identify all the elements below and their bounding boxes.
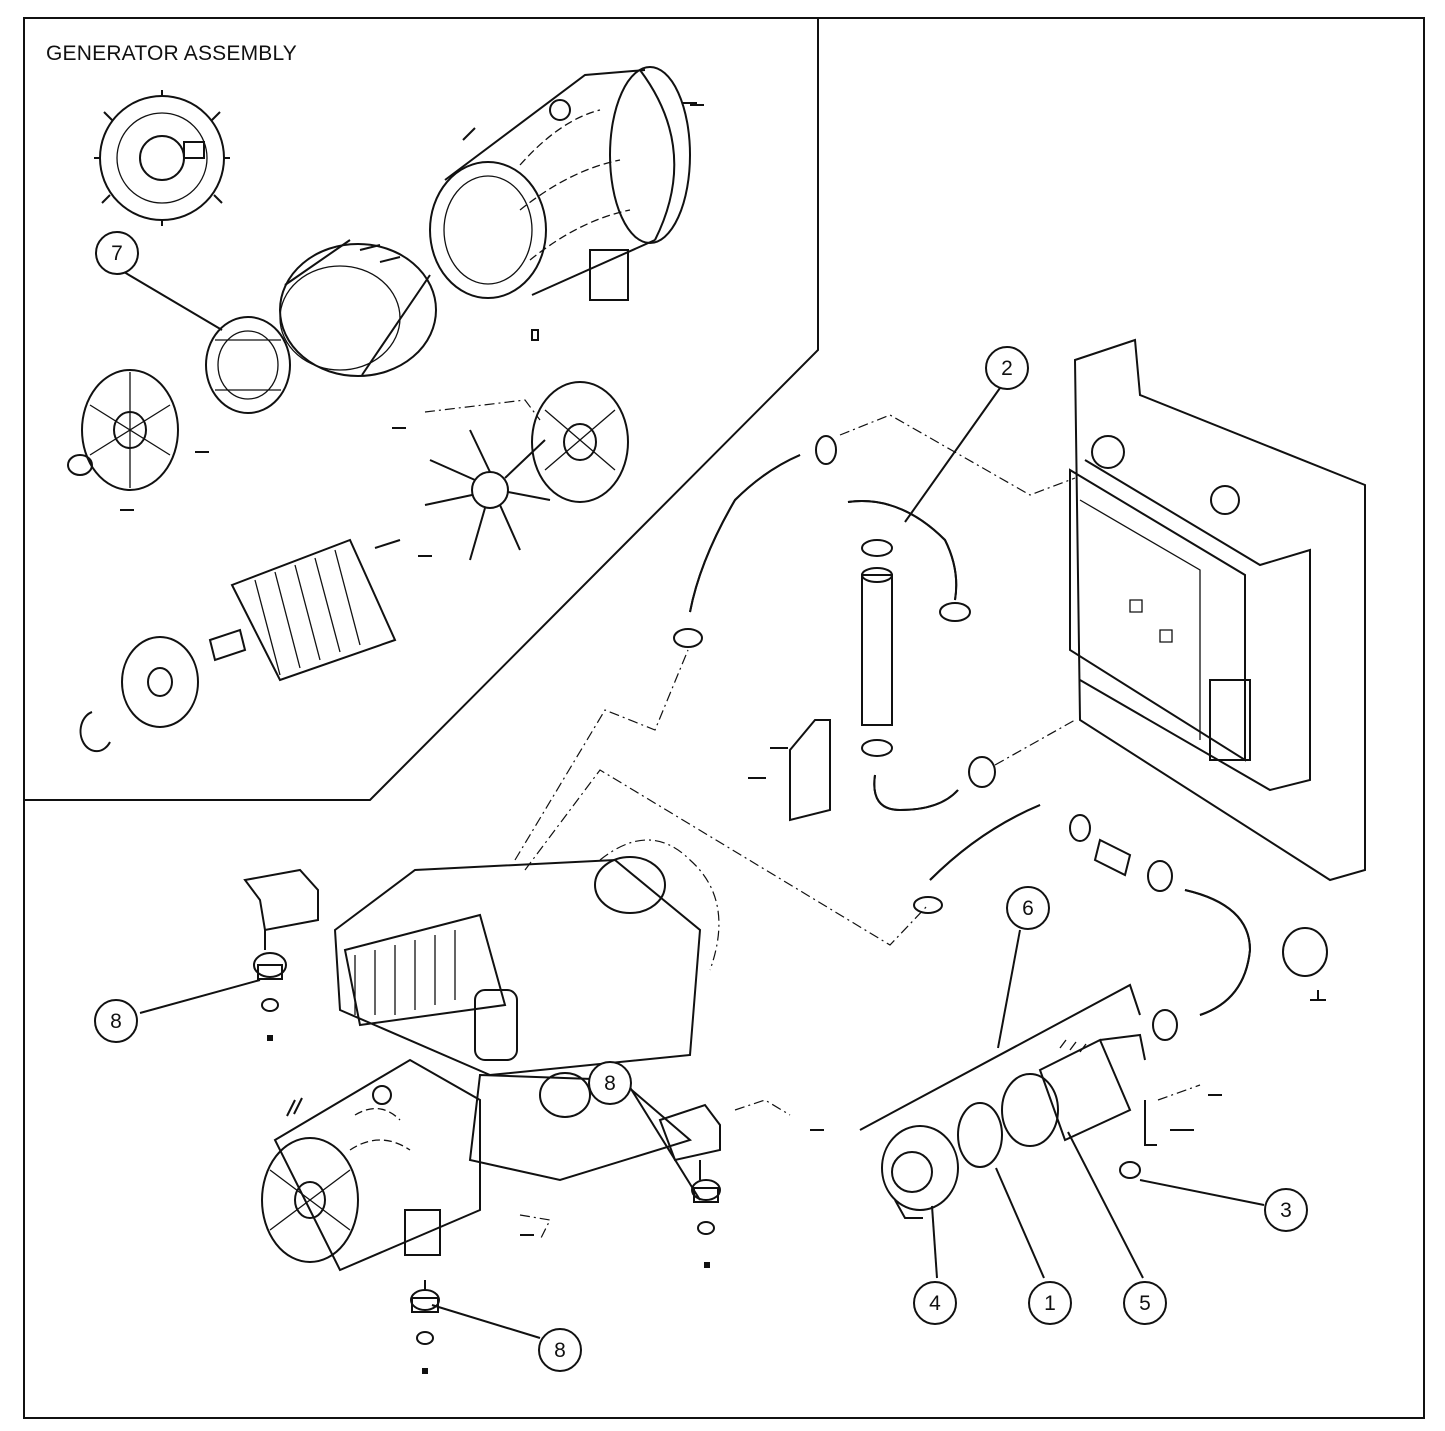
svg-text:7: 7 [111, 242, 123, 265]
air-filter-element [957, 1102, 1003, 1168]
inset-border [24, 18, 819, 801]
lower-hose [873, 756, 996, 812]
upper-hose [673, 435, 837, 648]
air-cleaner-cap [881, 1125, 959, 1219]
air-cleaner-assembly [859, 983, 1222, 1219]
callout-5: 5 [1123, 1281, 1167, 1325]
engine-mount-left [243, 868, 319, 1041]
callout-8a: 8 [94, 999, 138, 1043]
svg-text:5: 5 [1139, 1292, 1151, 1315]
tube-pipe [861, 539, 893, 757]
leader-lines [123, 271, 1265, 1339]
callout-2: 2 [985, 346, 1029, 390]
svg-text:4: 4 [929, 1292, 941, 1315]
bearing-ring [205, 316, 291, 414]
radiator-hose-item-2 [847, 500, 971, 622]
end-bell-left [67, 369, 179, 491]
callout-8c: 8 [538, 1328, 582, 1372]
vacuator-valve [1119, 1161, 1141, 1179]
svg-text:8: 8 [554, 1339, 566, 1362]
svg-text:8: 8 [110, 1010, 122, 1033]
callout-6: 6 [1006, 886, 1050, 930]
fan-hub-plate [531, 381, 629, 503]
callout-7: 7 [95, 231, 139, 275]
stator-ring [279, 239, 437, 377]
connection-lines [514, 414, 1201, 1241]
svg-text:6: 6 [1022, 897, 1034, 920]
diagram-frame [23, 17, 1425, 1419]
rear-bearing-plate [79, 636, 199, 753]
stator-plate [94, 90, 230, 226]
generator-assembly-inset [67, 66, 704, 753]
air-cleaner-body [1001, 1033, 1146, 1147]
engine-mount-right [658, 1103, 824, 1268]
intake-hose [913, 804, 1173, 914]
callout-4: 4 [913, 1281, 957, 1325]
svg-text:2: 2 [1001, 357, 1013, 380]
radiator-assembly [1069, 338, 1366, 882]
elbow-hose [1152, 889, 1252, 1041]
bracket-left [748, 719, 831, 822]
svg-text:1: 1 [1044, 1292, 1056, 1315]
callout-1: 1 [1028, 1281, 1072, 1325]
svg-text:8: 8 [604, 1072, 616, 1095]
callout-8b: 8 [588, 1061, 632, 1105]
engine-assembly [261, 839, 720, 1272]
svg-text:3: 3 [1280, 1199, 1292, 1222]
callout-3: 3 [1264, 1188, 1308, 1232]
engine-mount-front [410, 1280, 440, 1374]
inset-title: GENERATOR ASSEMBLY [46, 42, 298, 65]
cooling-fan [424, 429, 551, 561]
generator-housing [429, 66, 704, 341]
rotor [208, 538, 401, 682]
hose-clamp-right [1282, 927, 1328, 1001]
